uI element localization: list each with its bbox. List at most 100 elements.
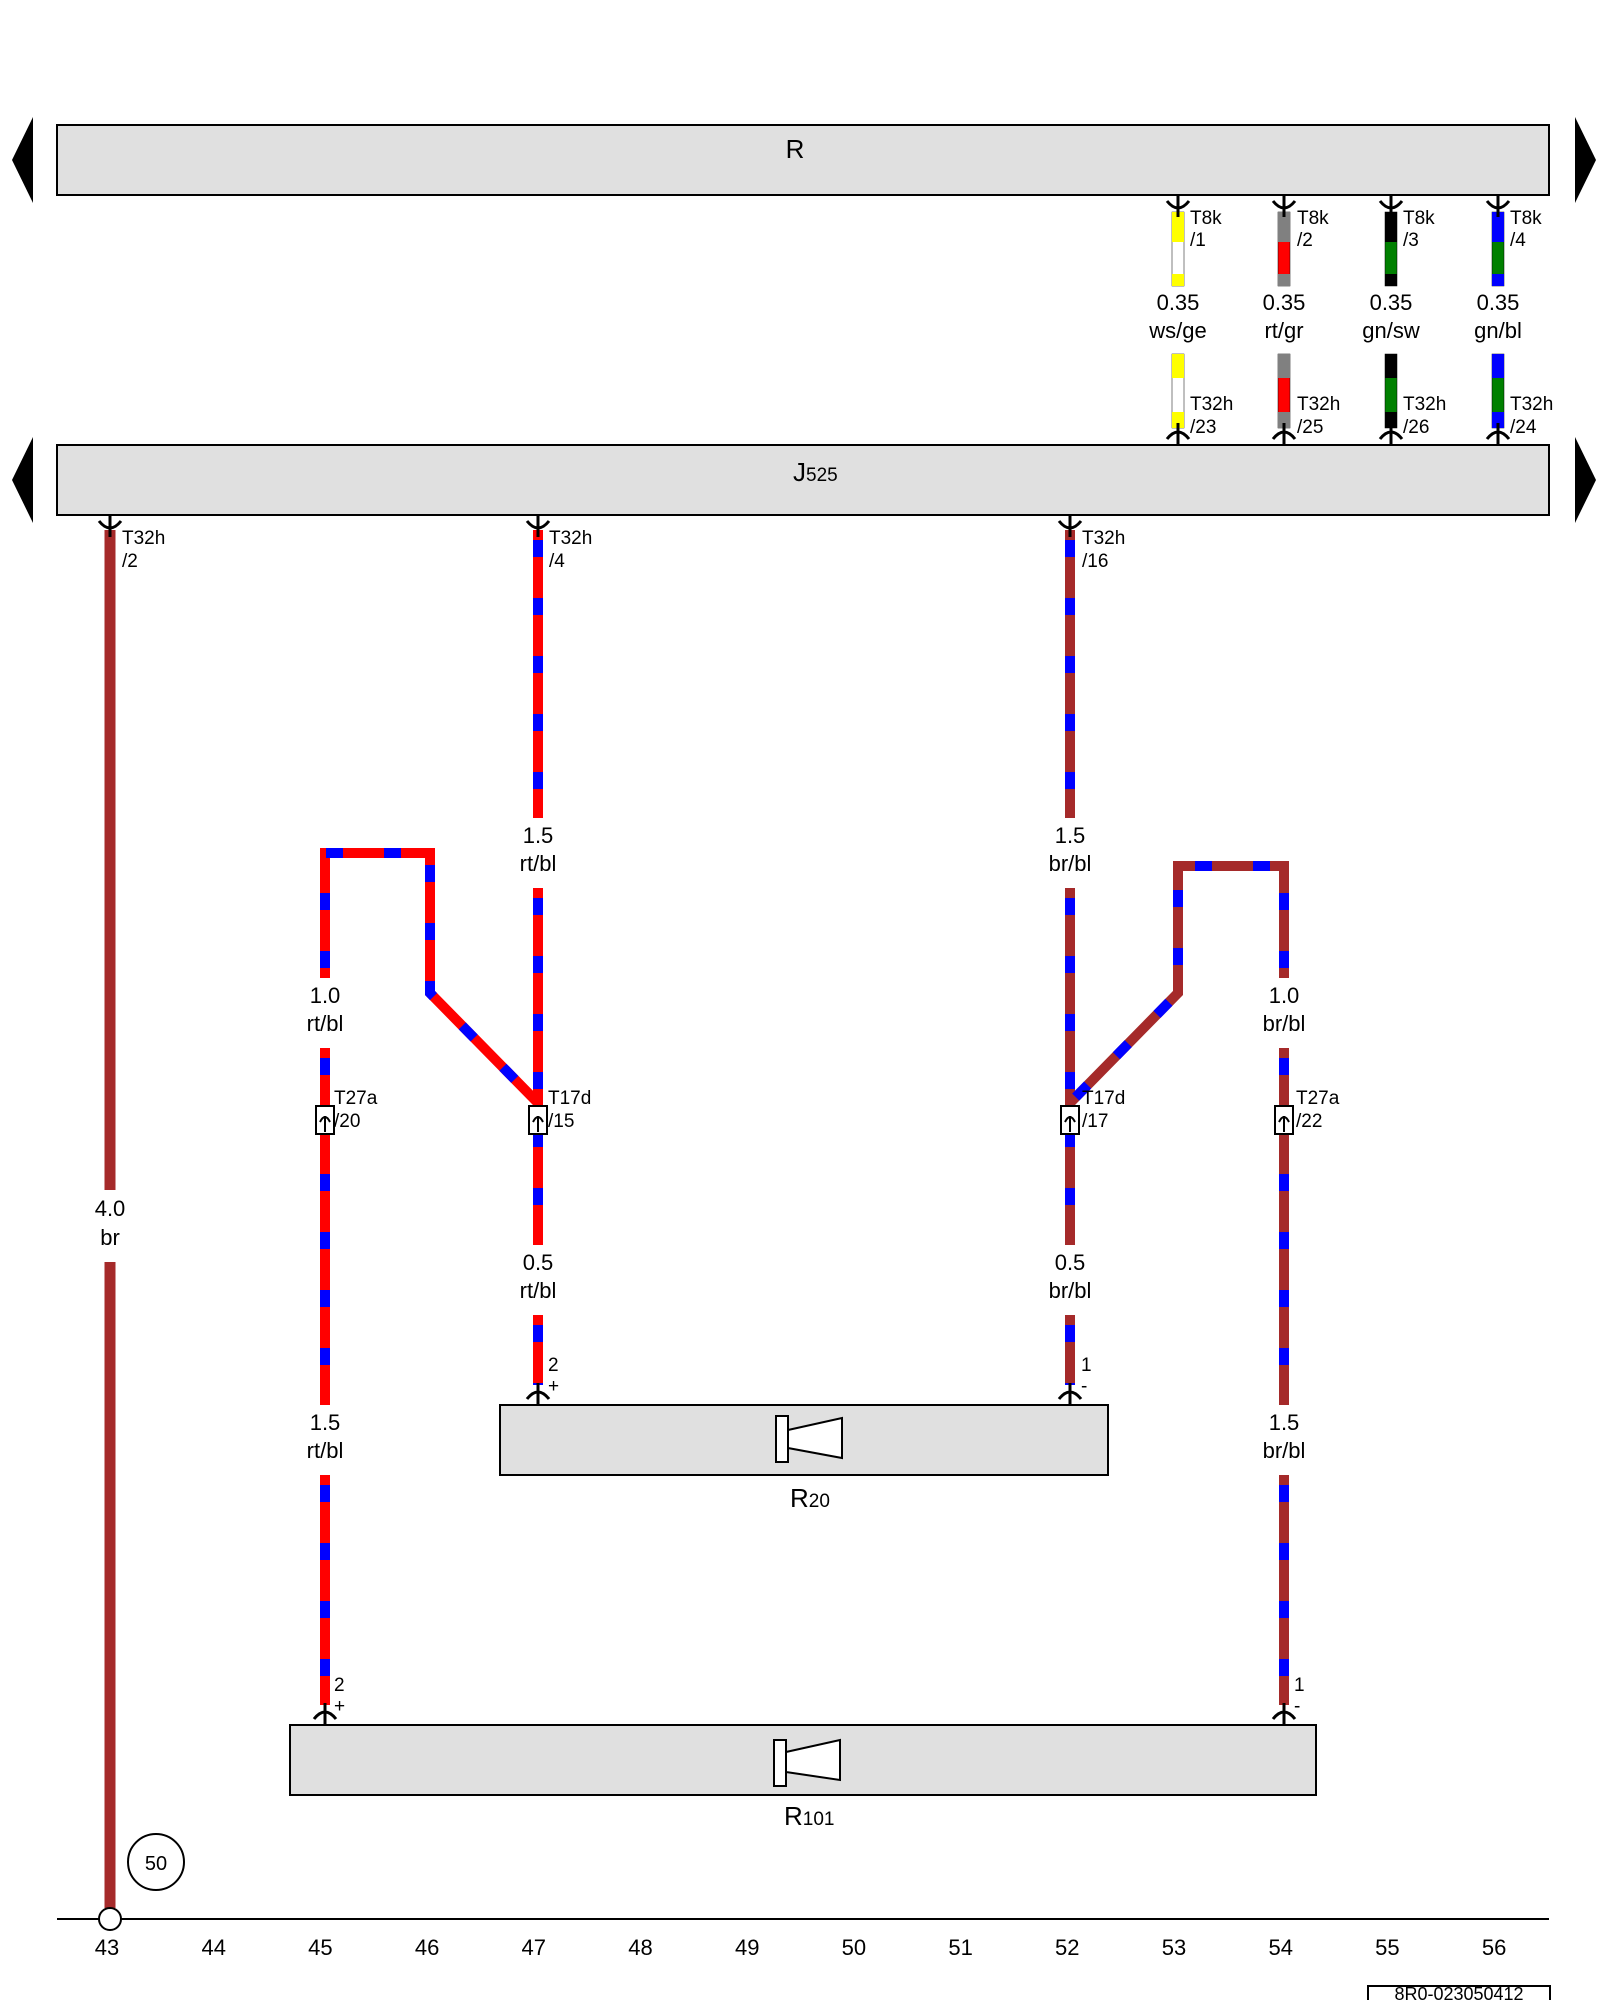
svg-text:/24: /24 bbox=[1510, 417, 1537, 438]
svg-text:1.0: 1.0 bbox=[310, 983, 341, 1008]
r101-pin-1: 1 - bbox=[1294, 1675, 1305, 1717]
speaker-r20: R20 bbox=[499, 1404, 1109, 1513]
wire-top-t8k-2-upper bbox=[1277, 211, 1291, 287]
svg-text:T32h: T32h bbox=[122, 528, 165, 549]
r101-pin-1-connector bbox=[1271, 1703, 1297, 1725]
svg-text:T32h: T32h bbox=[1510, 394, 1553, 415]
svg-text:T8k: T8k bbox=[1403, 208, 1435, 229]
svg-text:T32h: T32h bbox=[1403, 394, 1446, 415]
wire-top-t8k-1-lower bbox=[1171, 353, 1185, 429]
wire-label-54-lower: 1.5 br/bl bbox=[1263, 1410, 1306, 1463]
track-number: 56 bbox=[1482, 1935, 1506, 1960]
svg-text:rt/bl: rt/bl bbox=[307, 1011, 344, 1036]
wire-label-45-upper: 1.0 rt/bl bbox=[307, 983, 344, 1036]
wires-layer bbox=[97, 195, 1511, 1908]
svg-text:/17: /17 bbox=[1082, 1111, 1108, 1132]
svg-text:0.35: 0.35 bbox=[1477, 290, 1520, 315]
svg-text:T27a: T27a bbox=[334, 1088, 378, 1109]
track-number: 52 bbox=[1055, 1935, 1079, 1960]
top-connector-t8k-2-cup bbox=[1271, 195, 1297, 217]
r20-pin-1-connector bbox=[1057, 1383, 1083, 1405]
track-number: 43 bbox=[95, 1935, 119, 1960]
speaker-r101-label: R101 bbox=[784, 1801, 834, 1831]
track-number: 55 bbox=[1375, 1935, 1399, 1960]
svg-text:8R0-023050412: 8R0-023050412 bbox=[1394, 1984, 1523, 2000]
document-id: 8R0-023050412 bbox=[1367, 1984, 1551, 2000]
svg-text:T32h: T32h bbox=[1297, 394, 1340, 415]
svg-text:T32h: T32h bbox=[549, 528, 592, 549]
svg-text:T17d: T17d bbox=[548, 1088, 591, 1109]
svg-text:rt/gr: rt/gr bbox=[1264, 318, 1303, 343]
top-connector-t8k-2: T8k /2 0.35 rt/gr T32h /25 bbox=[1263, 208, 1341, 438]
splice-t27a-22-icon bbox=[1274, 1105, 1294, 1135]
svg-text:/26: /26 bbox=[1403, 417, 1429, 438]
svg-text:br: br bbox=[100, 1225, 120, 1250]
track-number: 44 bbox=[201, 1935, 225, 1960]
r101-pin-2-connector bbox=[312, 1703, 338, 1725]
svg-text:+: + bbox=[334, 1696, 345, 1717]
svg-text:ws/ge: ws/ge bbox=[1148, 318, 1206, 343]
svg-text:T32h: T32h bbox=[1190, 394, 1233, 415]
j525-pin-4: T32h /4 bbox=[549, 528, 592, 572]
top-connector-t8k-4-cup bbox=[1485, 195, 1511, 217]
svg-text:50: 50 bbox=[145, 1853, 167, 1875]
track-number: 46 bbox=[415, 1935, 439, 1960]
track-number: 49 bbox=[735, 1935, 759, 1960]
track-number: 45 bbox=[308, 1935, 332, 1960]
splice-t27a-22: T27a /22 bbox=[1296, 1088, 1340, 1132]
wire-top-t8k-4-lower bbox=[1491, 353, 1505, 429]
svg-text:4.0: 4.0 bbox=[95, 1196, 126, 1221]
svg-text:br/bl: br/bl bbox=[1049, 1278, 1092, 1303]
svg-text:br/bl: br/bl bbox=[1263, 1011, 1306, 1036]
svg-text:/16: /16 bbox=[1082, 551, 1108, 572]
wire-top-t8k-1-upper bbox=[1171, 211, 1185, 287]
top-connector-t8k-4: T8k /4 0.35 gn/bl T32h /24 bbox=[1474, 208, 1553, 438]
bottom-connector-t8k-2-cup bbox=[1271, 423, 1297, 445]
wire-label-47-lower: 0.5 rt/bl bbox=[520, 1250, 557, 1303]
speaker-icon bbox=[773, 1738, 841, 1787]
top-connector-t8k-3-cup bbox=[1378, 195, 1404, 217]
svg-text:/2: /2 bbox=[1297, 230, 1313, 251]
track-number: 54 bbox=[1268, 1935, 1292, 1960]
ground-node bbox=[98, 1907, 122, 1931]
svg-text:T8k: T8k bbox=[1297, 208, 1329, 229]
j525-pin-16: T32h /16 bbox=[1082, 528, 1125, 572]
svg-text:T27a: T27a bbox=[1296, 1088, 1340, 1109]
svg-text:gn/bl: gn/bl bbox=[1474, 318, 1522, 343]
wire-label-54-upper: 1.0 br/bl bbox=[1263, 983, 1306, 1036]
wire-label-52-lower: 0.5 br/bl bbox=[1049, 1250, 1092, 1303]
right-arrow-icon bbox=[1575, 117, 1596, 203]
splice-t27a-20: T27a /20 bbox=[334, 1088, 378, 1132]
component-j525-label: J525 bbox=[793, 457, 838, 487]
bottom-connector-t8k-3-cup bbox=[1378, 423, 1404, 445]
svg-text:2: 2 bbox=[334, 1675, 345, 1696]
svg-text:1.5: 1.5 bbox=[1269, 1410, 1300, 1435]
svg-text:-: - bbox=[1081, 1376, 1087, 1397]
svg-text:/2: /2 bbox=[122, 551, 138, 572]
j525-pin-4-connector bbox=[525, 515, 551, 537]
left-arrow-icon bbox=[12, 117, 33, 203]
svg-text:0.5: 0.5 bbox=[1055, 1250, 1086, 1275]
wire-top-t8k-3-lower bbox=[1384, 353, 1398, 429]
wire-label-ground: 4.0 br bbox=[95, 1196, 126, 1250]
svg-text:/4: /4 bbox=[1510, 230, 1526, 251]
svg-text:T17d: T17d bbox=[1082, 1088, 1125, 1109]
svg-text:1.5: 1.5 bbox=[1055, 823, 1086, 848]
track-number: 48 bbox=[628, 1935, 652, 1960]
svg-text:rt/bl: rt/bl bbox=[520, 1278, 557, 1303]
track-number: 50 bbox=[842, 1935, 866, 1960]
wire-label-52-upper: 1.5 br/bl bbox=[1049, 823, 1092, 876]
svg-text:1: 1 bbox=[1294, 1675, 1305, 1696]
j525-pin-16-connector bbox=[1057, 515, 1083, 537]
speaker-r101: R101 bbox=[289, 1724, 1317, 1831]
svg-text:rt/bl: rt/bl bbox=[520, 851, 557, 876]
svg-text:/22: /22 bbox=[1296, 1111, 1322, 1132]
left-arrow-icon bbox=[12, 437, 33, 523]
wire-top-t8k-3-upper bbox=[1384, 211, 1398, 287]
r101-pin-2: 2 + bbox=[334, 1675, 345, 1717]
svg-text:T32h: T32h bbox=[1082, 528, 1125, 549]
component-r-label: R bbox=[786, 134, 805, 164]
svg-text:T8k: T8k bbox=[1510, 208, 1542, 229]
